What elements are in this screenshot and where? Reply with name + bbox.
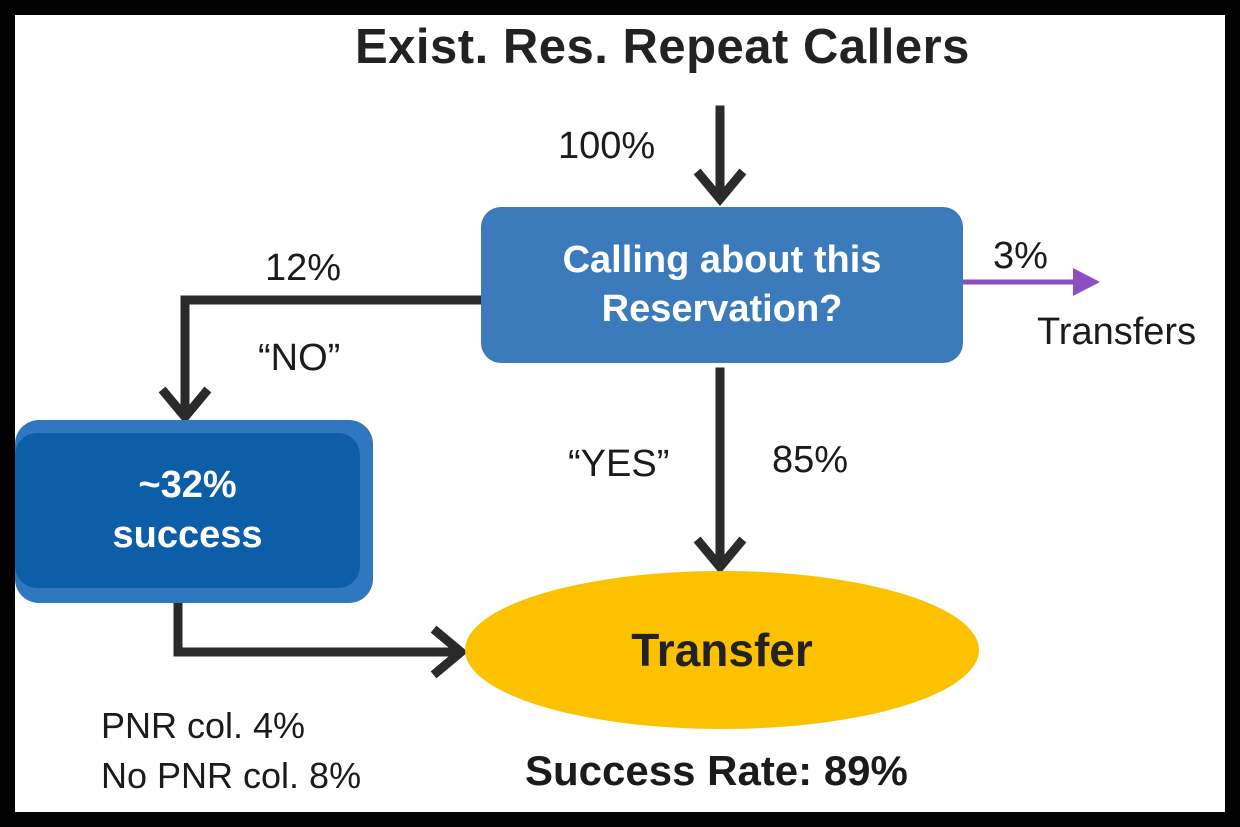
entry-percent-label: 100% bbox=[558, 125, 656, 167]
page-title: Exist. Res. Repeat Callers bbox=[355, 20, 970, 74]
decision-text: Calling about this Reservation? bbox=[512, 236, 932, 335]
success-line-1: ~32% bbox=[138, 464, 237, 507]
transfers-branch-arrow bbox=[963, 268, 1100, 296]
transfers-percent-label: 3% bbox=[993, 235, 1048, 277]
no-percent-label: 12% bbox=[265, 247, 342, 289]
entry-arrow bbox=[693, 105, 747, 207]
transfer-node-label: Transfer bbox=[631, 624, 813, 676]
pnr-notes: PNR col. 4% No PNR col. 8% bbox=[101, 701, 361, 802]
success-text: ~32% success bbox=[38, 461, 338, 560]
connector-layer bbox=[158, 105, 1100, 679]
yes-branch-arrow bbox=[693, 367, 747, 575]
flowchart-canvas: Exist. Res. Repeat Callers 100% Calling … bbox=[15, 15, 1225, 812]
no-branch-arrow bbox=[158, 295, 486, 425]
decision-box: Calling about this Reservation? bbox=[481, 207, 963, 363]
pnr-note-2: No PNR col. 8% bbox=[101, 755, 362, 797]
transfer-node: Transfer bbox=[465, 571, 979, 729]
decision-line-1: Calling about this bbox=[562, 238, 882, 281]
success-to-transfer-arrow bbox=[173, 600, 469, 679]
decision-line-2: Reservation? bbox=[601, 288, 843, 330]
transfers-label: Transfers bbox=[1037, 311, 1197, 353]
yes-percent-label: 85% bbox=[772, 439, 849, 481]
yes-label: “YES” bbox=[568, 443, 670, 485]
success-line-2: success bbox=[112, 513, 263, 556]
pnr-note-1: PNR col. 4% bbox=[101, 705, 306, 746]
success-box: ~32% success bbox=[15, 433, 360, 588]
no-label: “NO” bbox=[258, 337, 341, 379]
success-rate-label: Success Rate: 89% bbox=[525, 747, 908, 794]
